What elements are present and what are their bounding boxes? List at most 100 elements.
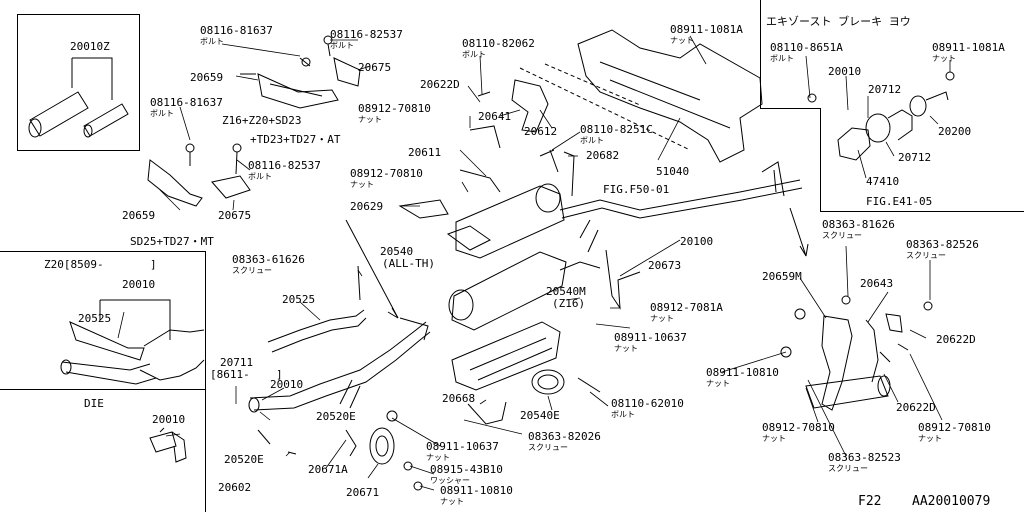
muffler-icon [448,251,601,331]
part-callout[interactable]: 20671A [308,463,348,476]
part-callout[interactable]: 20520E [224,453,264,466]
variant-note: SD25+TD27・MT [130,235,214,248]
part-callout[interactable]: 20611 [408,146,442,159]
figure-reference[interactable]: FIG.F50-01 [603,183,670,196]
catalyst-component-icon [60,299,205,385]
part-callout[interactable]: 20010 [122,278,156,291]
part-callout[interactable]: 08363-82523 [828,451,901,464]
part-callout[interactable]: 20671 [346,486,380,499]
part-callout[interactable]: 20540E [520,409,560,422]
part-callout[interactable]: 08911-1081A [932,41,1005,54]
part-callout[interactable]: 08116-82537 [248,159,321,172]
part-callout[interactable]: 20100 [680,235,714,248]
part-callout[interactable]: 08915-43B10 [430,463,503,476]
divider-line [820,108,821,212]
part-type-label: ナット [650,314,674,323]
part-callout[interactable]: 20675 [358,61,392,74]
part-callout[interactable]: 20629 [350,200,384,213]
part-callout[interactable]: 08110-8651A [770,41,843,54]
part-callout[interactable]: 08110-62010 [611,397,684,410]
part-callout[interactable]: 20525 [282,293,316,306]
frame-crossmember-icon [519,29,763,163]
part-callout[interactable]: 08363-82026 [528,430,601,443]
part-callout[interactable]: 20540M [546,285,586,298]
divider-line [820,211,1024,212]
part-type-label: スクリュー [906,251,946,260]
part-callout[interactable]: 08110-82062 [462,37,535,50]
hanger-bracket-icon [780,295,933,411]
part-callout[interactable]: 20712 [898,151,932,164]
part-type-label: ナット [614,344,638,353]
part-callout[interactable]: (ALL-TH) [382,257,435,270]
part-callout[interactable]: ] [276,368,283,381]
part-callout[interactable]: 20668 [442,392,476,405]
part-type-label: ナット [350,180,374,189]
part-callout[interactable]: [8611- [210,368,250,381]
part-callout[interactable]: 20010 [152,413,186,426]
pipe-icon [149,427,187,463]
part-callout[interactable]: 08912-7081A [650,301,723,314]
part-callout[interactable]: 20612 [524,125,558,138]
footer-id: AA20010079 [912,494,991,509]
variant-note: ] [150,258,157,271]
part-callout[interactable]: (Z16) [552,297,586,310]
part-callout[interactable]: 08911-10637 [614,331,687,344]
part-callout[interactable]: 08911-10810 [440,484,513,497]
part-callout[interactable]: 20659M [762,270,802,283]
variant-note: +TD23+TD27・AT [250,133,341,146]
part-callout[interactable]: 20520E [316,410,356,423]
muffler-icon [446,183,565,259]
part-callout[interactable]: 20622D [936,333,976,346]
part-callout[interactable]: 08363-61626 [232,253,305,266]
part-callout[interactable]: 08116-81637 [150,96,223,109]
part-callout[interactable]: 08116-81637 [200,24,273,37]
part-callout[interactable]: 08363-81626 [822,218,895,231]
part-callout[interactable]: 20659 [190,71,224,84]
part-callout[interactable]: 20622D [420,78,460,91]
part-type-label: ボルト [248,172,272,181]
divider-line [205,251,206,512]
part-callout[interactable]: 20641 [478,110,512,123]
part-callout[interactable]: 51040 [656,165,690,178]
part-callout[interactable]: 20010 [828,65,862,78]
part-callout[interactable]: 08912-70810 [918,421,991,434]
part-type-label: スクリュー [528,443,568,452]
divider-line [760,0,761,108]
part-callout[interactable]: 20712 [868,83,902,96]
figure-reference[interactable]: FIG.E41-05 [866,195,933,208]
part-callout[interactable]: 20675 [218,209,252,222]
exhaust-brake-icon [807,71,955,161]
part-type-label: ナット [762,434,786,443]
part-callout[interactable]: 20010Z [70,40,110,53]
part-callout[interactable]: 20622D [896,401,936,414]
part-callout[interactable]: 08912-70810 [358,102,431,115]
part-callout[interactable]: 20711 [220,356,254,369]
part-type-label: ワッシャー [430,476,470,485]
part-callout[interactable]: 20673 [648,259,682,272]
part-callout[interactable]: 08116-82537 [330,28,403,41]
part-callout[interactable]: 47410 [866,175,900,188]
part-type-label: ボルト [462,50,486,59]
clamp-icon [467,369,601,425]
tailpipe-icon [559,161,803,253]
part-callout[interactable]: 08912-70810 [762,421,835,434]
variant-note: エキゾースト ブレーキ ヨウ [766,15,911,28]
part-callout[interactable]: 20659 [122,209,156,222]
part-callout[interactable]: 08363-82526 [906,238,979,251]
part-callout[interactable]: 08911-10637 [426,440,499,453]
part-callout[interactable]: 20602 [218,481,252,494]
part-type-label: ナット [440,497,464,506]
part-callout[interactable]: 20200 [938,125,972,138]
part-callout[interactable]: 08110-8251C [580,123,653,136]
part-callout[interactable]: 08912-70810 [350,167,423,180]
part-callout[interactable]: 08911-10810 [706,366,779,379]
part-callout[interactable]: 20643 [860,277,894,290]
part-callout[interactable]: 20010 [270,378,304,391]
variant-note: Z20[8509- [44,258,104,271]
part-callout[interactable]: 20525 [78,312,112,325]
part-callout[interactable]: 20540 [380,245,414,258]
front-pipe-icon [248,265,431,413]
part-callout[interactable]: 08911-1081A [670,23,743,36]
part-callout[interactable]: 20682 [586,149,620,162]
